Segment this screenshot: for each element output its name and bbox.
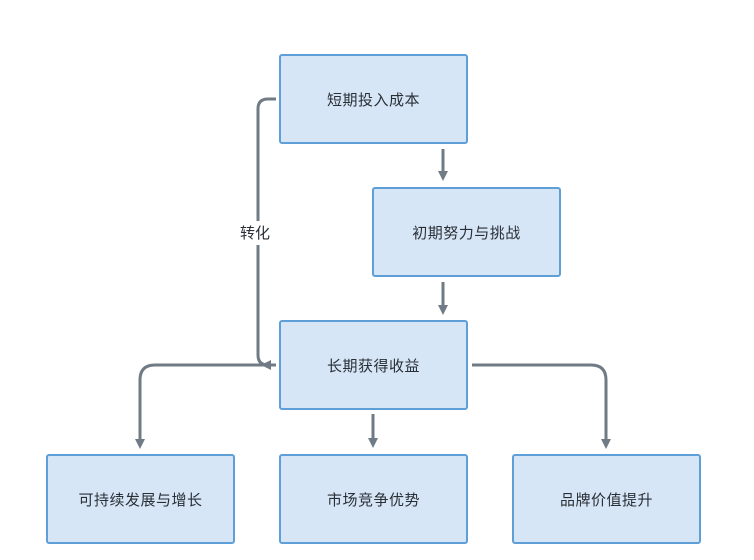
node-market-competitiveness[interactable]: 市场竞争优势	[279, 454, 468, 544]
node-initial-effort[interactable]: 初期努力与挑战	[372, 187, 561, 277]
node-sustainable-growth[interactable]: 可持续发展与增长	[46, 454, 235, 544]
node-label: 市场竞争优势	[326, 490, 420, 509]
node-label: 长期获得收益	[326, 356, 420, 375]
edge-gain-to-sustainable	[135, 363, 276, 449]
node-label: 短期投入成本	[326, 90, 420, 109]
edge-gain-to-brand	[472, 363, 611, 449]
node-label: 可持续发展与增长	[78, 490, 203, 509]
edge-label-conversion: 转化	[238, 221, 273, 245]
node-long-term-gain[interactable]: 长期获得收益	[279, 320, 468, 410]
node-short-term-cost[interactable]: 短期投入成本	[279, 54, 468, 144]
node-label: 初期努力与挑战	[412, 223, 521, 242]
node-brand-value[interactable]: 品牌价值提升	[512, 454, 701, 544]
node-label: 品牌价值提升	[559, 490, 653, 509]
